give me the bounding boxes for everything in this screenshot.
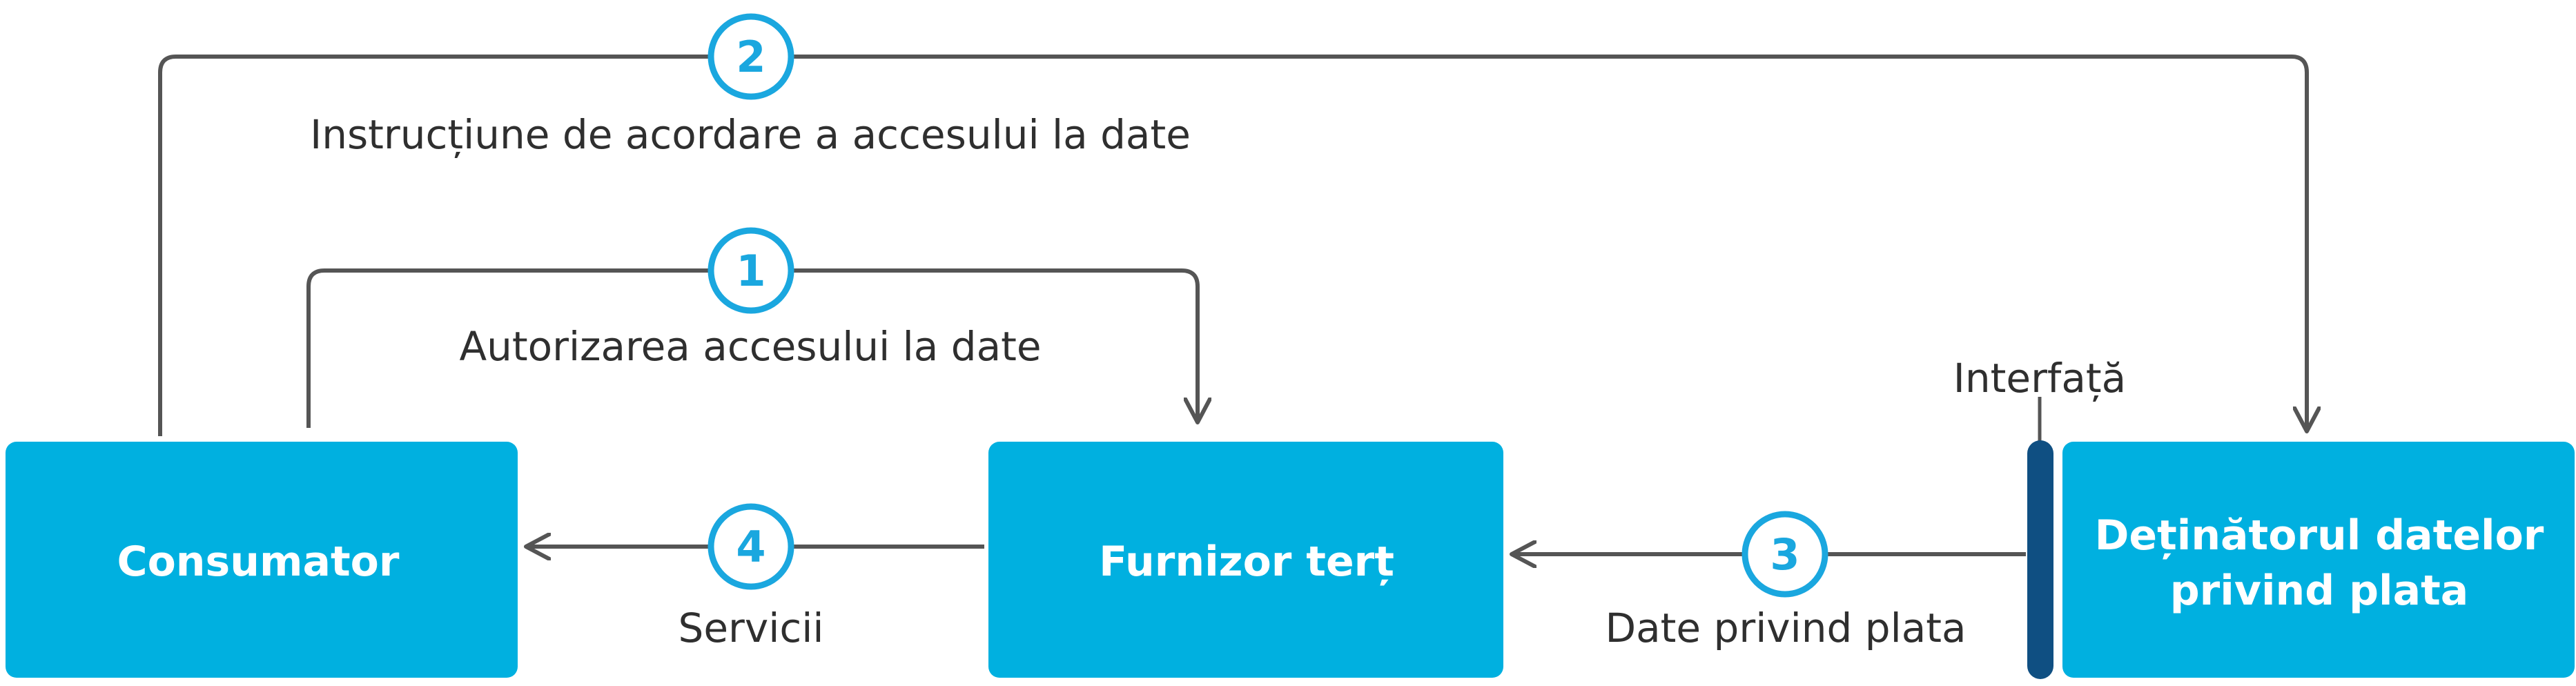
step-1-label: Autorizarea accesului la date [459, 323, 1041, 370]
consumer-label: Consumator [117, 538, 400, 586]
step-1-number: 1 [736, 246, 765, 296]
step-2-number: 2 [736, 32, 765, 82]
interface-label: Interfață [1953, 355, 2126, 402]
consumer-box [6, 442, 518, 678]
step-4-badge: 4 [708, 503, 794, 590]
interface-bar [2027, 440, 2053, 679]
step-1-badge: 1 [708, 227, 794, 314]
step-3-label: Date privind plata [1605, 605, 1966, 651]
holder-label-line2: privind plata [2170, 567, 2469, 615]
step-4-label: Servicii [679, 605, 824, 651]
step-2-label: Instrucțiune de acordare a accesului la … [310, 111, 1191, 158]
step-2-badge: 2 [708, 13, 794, 100]
step-4-number: 4 [736, 522, 765, 572]
holder-box [2062, 442, 2575, 678]
step-3-badge: 3 [1741, 511, 1828, 598]
connector-step-2 [158, 55, 2307, 436]
provider-label: Furnizor terț [1099, 538, 1394, 586]
holder-label-line1: Deținătorul datelor [2095, 511, 2544, 560]
step-3-number: 3 [1770, 529, 1799, 580]
provider-box [988, 442, 1503, 678]
